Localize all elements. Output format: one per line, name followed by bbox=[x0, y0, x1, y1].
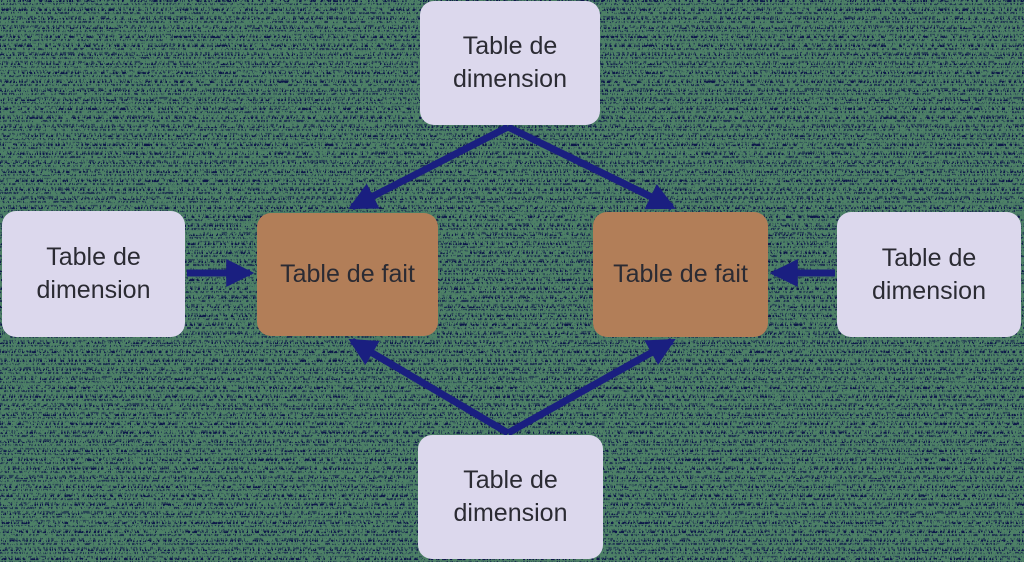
node-dimension-top: Table de dimension bbox=[420, 1, 600, 125]
node-label: Table de dimension bbox=[36, 243, 151, 304]
node-label: Table de dimension bbox=[872, 243, 986, 305]
arrow-bottom-dim-to-right-fact bbox=[506, 337, 676, 437]
arrow-top-dim-to-left-fact bbox=[348, 123, 510, 211]
arrow-top-dim-to-right-fact bbox=[506, 123, 676, 211]
node-fact-left: Table de fait bbox=[257, 213, 438, 336]
node-label: Table de fait bbox=[613, 260, 748, 288]
node-dimension-bottom: Table de dimension bbox=[418, 435, 603, 559]
node-dimension-right: Table de dimension bbox=[837, 212, 1021, 337]
node-dimension-left: Table de dimension bbox=[2, 211, 185, 337]
arrow-bottom-dim-to-left-fact bbox=[348, 337, 510, 437]
node-fact-right: Table de fait bbox=[593, 212, 768, 337]
node-label: Table de dimension bbox=[453, 466, 568, 527]
node-label: Table de dimension bbox=[453, 32, 567, 93]
node-label: Table de fait bbox=[280, 260, 415, 288]
